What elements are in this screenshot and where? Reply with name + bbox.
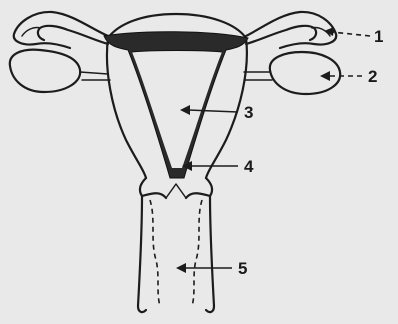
- leader-5: [176, 263, 232, 273]
- right-ovary: [244, 52, 340, 94]
- vagina: [138, 196, 214, 312]
- left-ovary: [10, 50, 110, 92]
- uterine-lining: [104, 32, 248, 178]
- left-fallopian-tube: [14, 12, 108, 48]
- label-2: 2: [368, 67, 377, 86]
- leader-3: [180, 105, 238, 115]
- right-fallopian-tube: [246, 12, 336, 48]
- cervix: [140, 178, 212, 198]
- label-5: 5: [238, 259, 247, 278]
- label-4: 4: [244, 157, 254, 176]
- leader-1: [324, 27, 370, 36]
- label-3: 3: [244, 103, 253, 122]
- label-1: 1: [374, 27, 383, 46]
